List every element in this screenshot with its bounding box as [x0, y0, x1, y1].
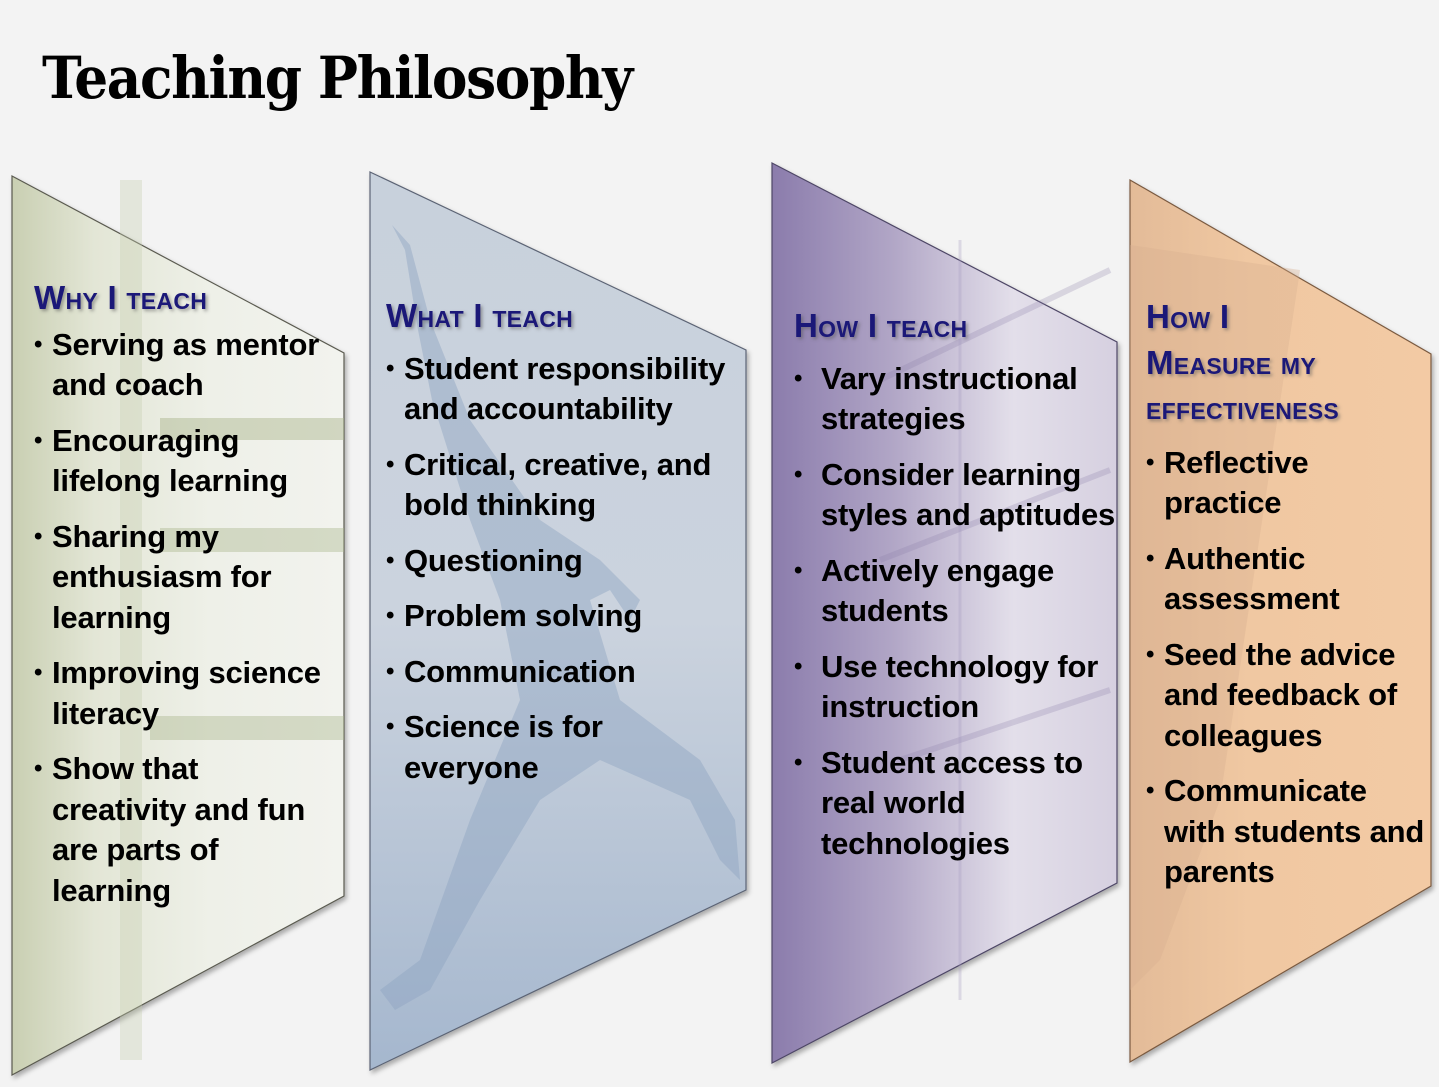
item-text: Reflective practice [1164, 444, 1309, 521]
item-text: Use technology for instruction [821, 648, 1099, 725]
item-text: Actively engage students [821, 552, 1055, 629]
bullet-icon: • [386, 602, 395, 630]
item-text: Vary instructional strategies [821, 360, 1078, 437]
bullet-icon: • [794, 652, 803, 680]
bullet-icon: • [34, 330, 43, 358]
panel-how-shape [771, 162, 1118, 1064]
item-list: • Student responsibility and accountabili… [386, 349, 742, 789]
item-text: Student responsibility and accountabilit… [404, 350, 726, 427]
list-item: • Show that creativity and fun are parts … [34, 749, 339, 911]
list-item: • Communicate with students and parents [1146, 771, 1431, 893]
panel-heading: Why I teach [34, 279, 208, 316]
bullet-icon: • [386, 713, 395, 741]
bullet-icon: • [34, 755, 43, 783]
item-text: Critical, creative, and bold thinking [404, 446, 712, 523]
item-list: • Vary instructional strategies • Consider… [794, 359, 1116, 865]
list-item: • Improving science literacy [34, 653, 339, 734]
bullet-icon: • [794, 460, 803, 488]
list-item: • Sharing my enthusiasm for learning [34, 517, 339, 639]
item-text: Improving science literacy [52, 655, 321, 731]
list-item: • Student responsibility and accountabili… [386, 349, 742, 430]
list-item: • Vary instructional strategies [794, 359, 1116, 440]
panel-how-i-teach: How I teach • Vary instructional strategi… [794, 307, 1116, 879]
panel-measure-shape [1129, 178, 1432, 1064]
item-list: • Reflective practice • Authentic assessme… [1146, 443, 1431, 893]
bullet-icon: • [794, 556, 803, 584]
list-item: • Critical, creative, and bold thinking [386, 445, 742, 526]
item-text: Authentic assessment [1164, 540, 1340, 617]
item-text: Communication [404, 653, 636, 689]
bullet-icon: • [1146, 640, 1155, 668]
bullet-icon: • [794, 748, 803, 776]
item-list: • Serving as mentor and coach • Encouragin… [34, 325, 339, 912]
item-text: Communicate with students and parents [1164, 773, 1425, 890]
list-item: • Actively engage students [794, 551, 1116, 632]
item-text: Serving as mentor and coach [52, 326, 320, 403]
panel-what-i-teach: What I teach • Student responsibility and… [386, 297, 742, 803]
bullet-icon: • [1146, 544, 1155, 572]
bullet-icon: • [34, 426, 43, 454]
panel-what-shape [369, 171, 747, 1071]
bullet-icon: • [386, 657, 395, 685]
bullet-icon: • [34, 659, 43, 687]
panel-heading: How I teach [794, 307, 968, 344]
bullet-icon: • [794, 364, 803, 392]
item-text: Show that creativity and fun are parts o… [52, 751, 306, 908]
item-text: Questioning [404, 542, 583, 578]
item-text: Sharing my enthusiasm for learning [52, 518, 272, 635]
bullet-icon: • [1146, 448, 1155, 476]
bullet-icon: • [386, 354, 395, 382]
bullet-icon: • [34, 522, 43, 550]
list-item: • Consider learning styles and aptitudes [794, 455, 1116, 536]
bullet-icon: • [386, 450, 395, 478]
item-text: Seed the advice and feedback of colleagu… [1164, 636, 1397, 753]
list-item: • Encouraging lifelong learning [34, 421, 339, 502]
list-item: • Authentic assessment [1146, 539, 1431, 620]
item-text: Problem solving [404, 598, 643, 634]
list-item: • Questioning [386, 541, 742, 582]
list-item: • Seed the advice and feedback of colleag… [1146, 635, 1431, 757]
list-item: • Use technology for instruction [794, 647, 1116, 728]
page-title: Teaching Philosophy [42, 44, 633, 112]
list-item: • Reflective practice [1146, 443, 1431, 524]
item-text: Science is for everyone [404, 709, 603, 785]
panel-why-shape [11, 175, 345, 1077]
list-item: • Serving as mentor and coach [34, 325, 339, 406]
list-item: • Communication [386, 652, 742, 693]
list-item: • Student access to real world technologi… [794, 743, 1116, 865]
list-item: • Science is for everyone [386, 707, 742, 788]
bullet-icon: • [1146, 777, 1155, 805]
bullet-icon: • [386, 546, 395, 574]
panel-why-i-teach: Why I teach • Serving as mentor and coach… [34, 279, 339, 926]
heading-rest: hy [65, 279, 108, 316]
item-text: Encouraging lifelong learning [52, 422, 289, 499]
list-item: • Problem solving [386, 596, 742, 637]
item-text: Consider learning styles and aptitudes [821, 456, 1116, 533]
item-text: Student access to real world technologie… [821, 744, 1083, 861]
panel-heading: What I teach [386, 297, 574, 334]
